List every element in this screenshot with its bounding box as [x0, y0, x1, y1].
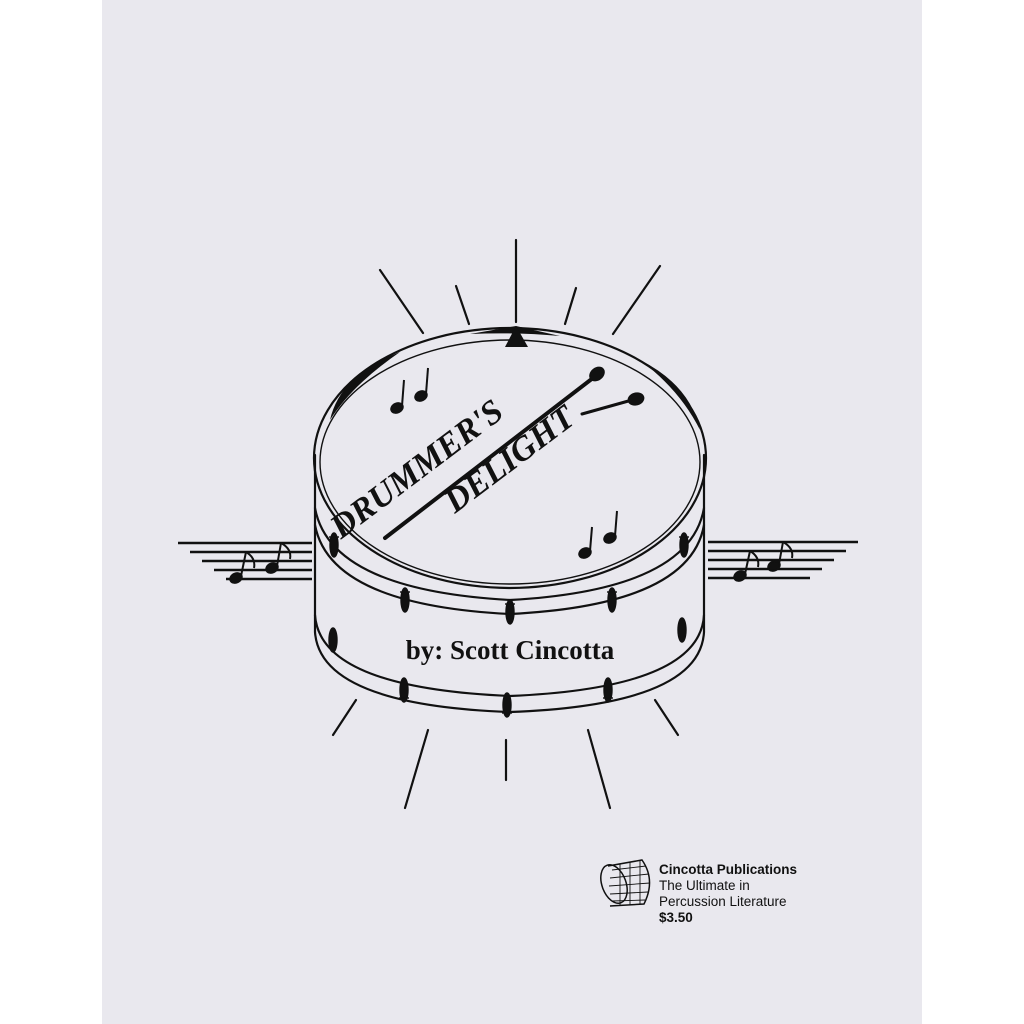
publisher-block: Cincotta Publications The Ultimate in Pe… — [659, 862, 879, 926]
publisher-tagline-1: The Ultimate in — [659, 878, 750, 893]
publisher-name: Cincotta Publications — [659, 862, 798, 877]
publisher-tagline-2: Percussion Literature — [659, 894, 787, 909]
author-credit: by: Scott Cincotta — [406, 635, 615, 665]
drumsticks — [383, 366, 645, 540]
book-cover-page — [102, 0, 922, 1024]
burst-lines-top — [378, 238, 662, 336]
drum-logo-icon — [600, 859, 651, 907]
music-notes — [390, 367, 618, 559]
price-label: $3.50 — [659, 910, 693, 925]
right-music-staff — [708, 540, 858, 580]
burst-lines-bottom — [331, 698, 680, 810]
tension-lugs — [328, 532, 689, 718]
